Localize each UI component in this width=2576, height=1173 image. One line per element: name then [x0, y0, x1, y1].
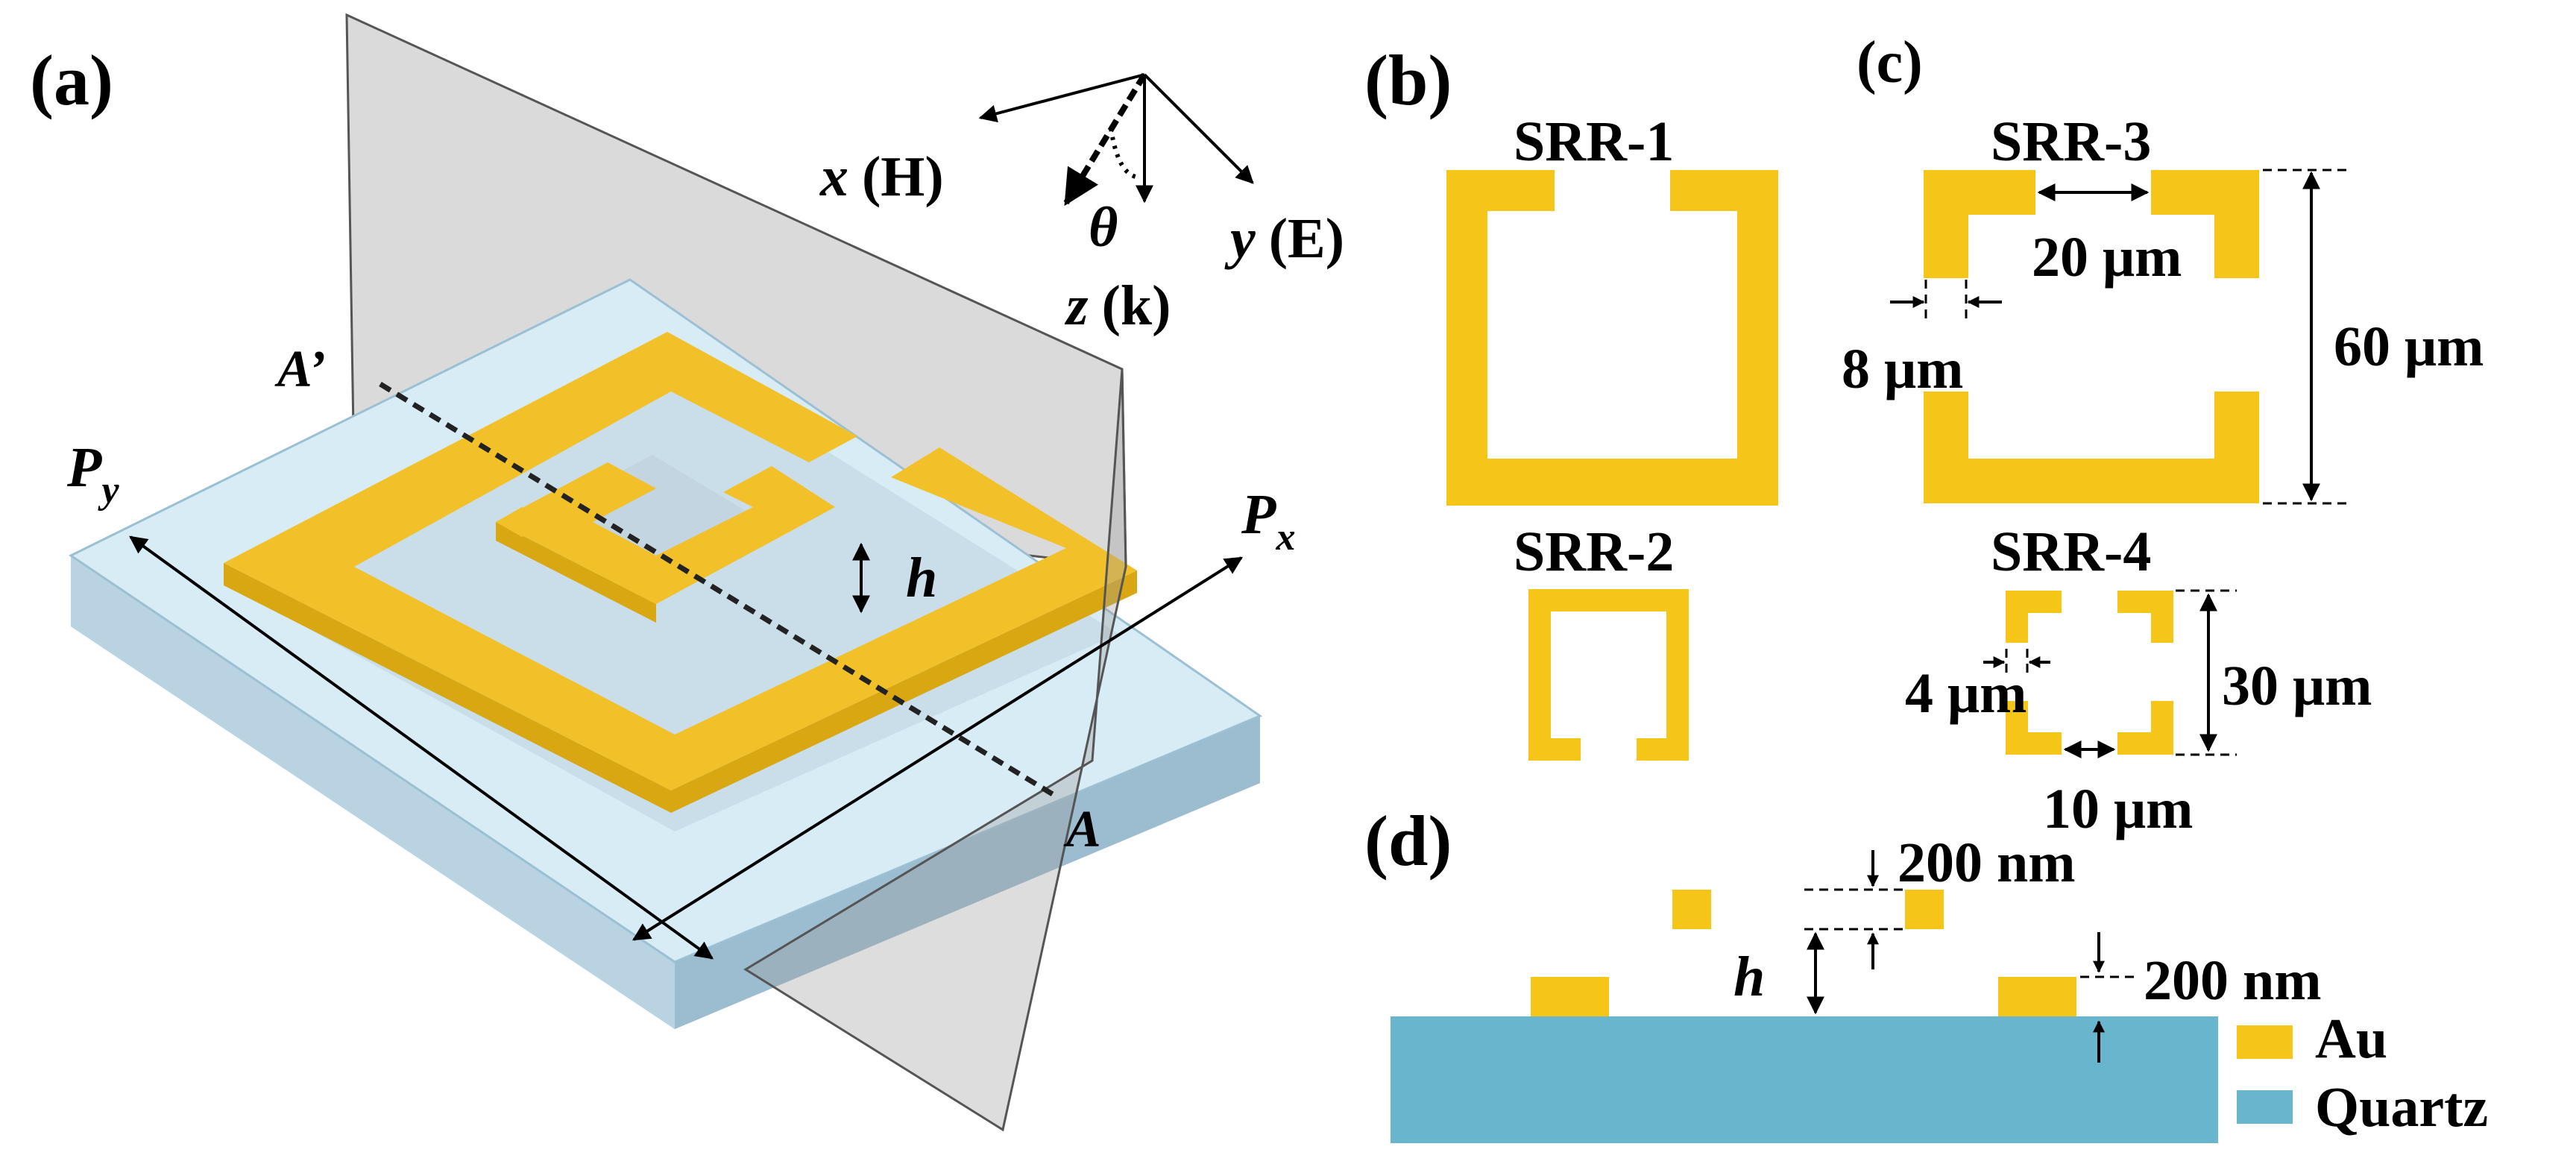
srr4-size-label: 30 μm	[2222, 655, 2372, 717]
panel-c-label: (c)	[1857, 30, 1923, 95]
srr1-shape	[1446, 170, 1778, 506]
panel-a-label: (a)	[30, 40, 113, 120]
x-axis-arrow	[978, 73, 1145, 123]
period-x-arrow	[632, 556, 1244, 941]
quartz-slab	[1391, 1016, 2218, 1143]
theta-label: θ	[1089, 196, 1118, 259]
theta-arc	[1109, 128, 1141, 180]
lower-au-block-right	[1998, 977, 2076, 1016]
panel-d-label: (d)	[1364, 801, 1452, 881]
period-x-label: Px	[1241, 483, 1295, 559]
srr4-width-label: 4 μm	[1905, 662, 2027, 725]
panel-b-label: (b)	[1364, 40, 1452, 120]
oblique-incidence-arrow	[1063, 72, 1147, 207]
lower-au-block-left	[1531, 977, 1609, 1016]
srr3-gap-label: 20 μm	[2032, 226, 2182, 289]
legend-swatch-au	[2237, 1025, 2293, 1059]
legend-label-quartz: Quartz	[2315, 1076, 2488, 1139]
srr2-label: SRR-2	[1514, 521, 1674, 583]
section-end-label: A	[1063, 801, 1101, 858]
legend: Au Quartz	[2237, 1007, 2488, 1139]
srr4-label: SRR-4	[1991, 521, 2151, 583]
srr3-size-label: 60 μm	[2334, 315, 2484, 378]
y-axis-arrow	[1143, 73, 1254, 184]
coordinate-axes: x(H) θ z(k) y(E)	[819, 72, 1344, 337]
upper-au-block-right	[1905, 890, 1944, 929]
period-y-arrow	[129, 535, 714, 960]
section-start-label: A’	[274, 341, 326, 398]
legend-label-au: Au	[2315, 1007, 2387, 1070]
srr3-shape	[1924, 170, 2259, 503]
bottom-thickness-label: 200 nm	[2144, 949, 2322, 1012]
y-axis-label: y(E)	[1224, 207, 1344, 270]
z-axis-label: z(k)	[1064, 274, 1171, 337]
srr1-label: SRR-1	[1514, 110, 1674, 173]
panel-d: (d) 200 nm h 200 nm Au Quartz	[1364, 801, 2488, 1143]
srr3-label: SRR-3	[1991, 110, 2151, 173]
upper-au-block-left	[1672, 890, 1711, 929]
panel-c: (c) SRR-3 20 μm 8 μm 60 μm SRR-4	[1842, 30, 2484, 840]
panel-b: (b) SRR-1 SRR-2	[1364, 40, 1778, 761]
srr4-gap-label: 10 μm	[2043, 778, 2193, 840]
srr2-shape	[1528, 589, 1689, 761]
top-thickness-label: 200 nm	[1898, 831, 2076, 894]
panel-a: (a) A’ A	[30, 13, 1295, 1132]
period-y-label: Py	[66, 436, 119, 512]
gap-height-label: h	[1733, 946, 1765, 1008]
x-axis-label: x(H)	[819, 145, 944, 208]
srr3-width-label: 8 μm	[1842, 338, 1963, 400]
srr4-shape	[2006, 591, 2173, 755]
legend-swatch-quartz	[2237, 1090, 2293, 1124]
height-label: h	[906, 547, 937, 609]
